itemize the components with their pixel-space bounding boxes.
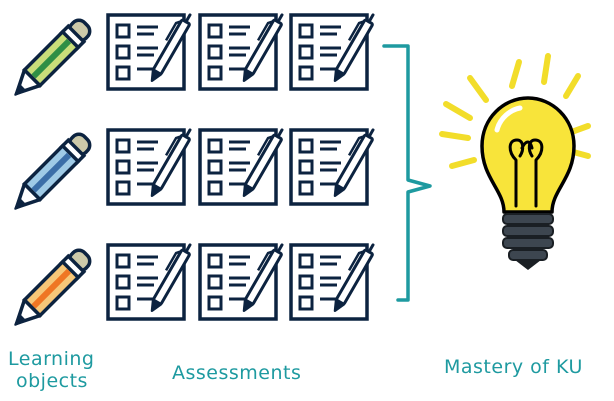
checklist-icon [106, 13, 192, 91]
checklist-icon [289, 13, 375, 91]
mastery-caption: Mastery of KU [444, 356, 583, 378]
checklist-icon [289, 243, 375, 321]
pencil-icon [14, 18, 92, 96]
lightbulb-icon [439, 53, 591, 270]
brace-icon [382, 44, 432, 302]
checklist-icon [106, 128, 192, 206]
learning-objects-caption: Learning objects [8, 348, 95, 392]
checklist-icon [106, 243, 192, 321]
pencil-icon [14, 248, 92, 326]
checklist-icon [198, 243, 284, 321]
pencil-icon [14, 132, 92, 210]
learning-objects-line2: objects [16, 370, 88, 392]
assessments-caption: Assessments [172, 362, 302, 384]
checklist-icon [289, 128, 375, 206]
checklist-icon [198, 128, 284, 206]
learning-objects-line1: Learning [8, 348, 95, 370]
checklist-icon [198, 13, 284, 91]
